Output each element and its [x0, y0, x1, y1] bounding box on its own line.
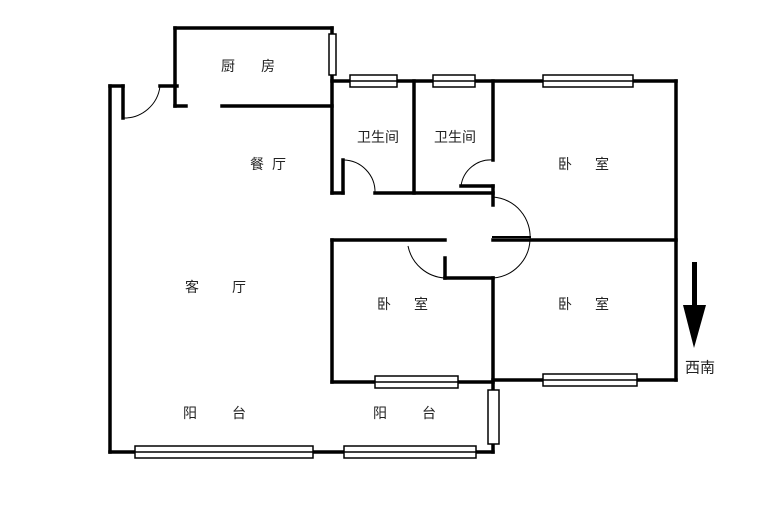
label-bathroom-1: 卫生间 [357, 130, 399, 146]
label-living-1: 客 [185, 280, 199, 296]
label-kitchen-2: 房 [261, 59, 275, 75]
label-bedroom-se-1: 卧 [558, 297, 572, 313]
label-bedroom-mid-1: 卧 [377, 297, 391, 313]
label-bedroom-se-2: 室 [595, 297, 609, 313]
label-balcony-w-1: 阳 [183, 406, 197, 422]
label-balcony-e-2: 台 [422, 406, 436, 422]
label-bedroom-ne-1: 卧 [558, 157, 572, 173]
windows [134, 33, 638, 459]
arrow-down-icon [683, 262, 706, 348]
label-dining-2: 厅 [272, 157, 286, 173]
label-balcony-e-1: 阳 [373, 406, 387, 422]
label-bedroom-ne-2: 室 [595, 157, 609, 173]
label-bathroom-2: 卫生间 [434, 130, 476, 146]
bath1-door-swing [342, 159, 376, 194]
mid-bedroom-door-swing [407, 245, 446, 279]
label-balcony-w-2: 台 [232, 406, 246, 422]
label-living-2: 厅 [232, 280, 246, 296]
entry-door-swing [122, 85, 161, 119]
label-dining-1: 餐 [250, 157, 264, 173]
door-swings [122, 85, 531, 279]
label-bedroom-mid-2: 室 [414, 297, 428, 313]
orientation-label: 西南 [684, 358, 716, 377]
bath2-door-swing [460, 159, 494, 187]
label-kitchen-1: 厨 [221, 59, 235, 75]
bedroom-door-swing [492, 196, 531, 279]
walls [108, 26, 678, 454]
